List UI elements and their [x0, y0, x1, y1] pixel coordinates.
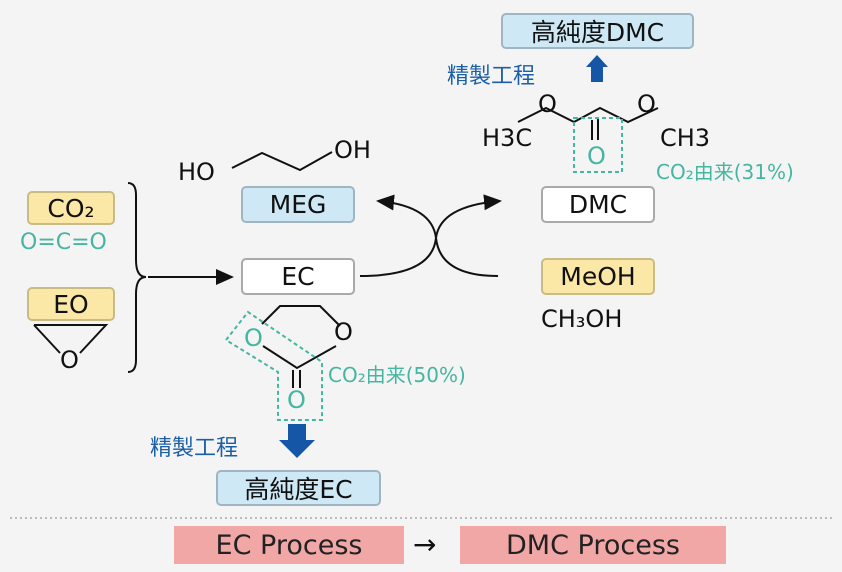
eo-ring-oxygen: O — [60, 346, 79, 374]
eo-box: EO — [27, 287, 115, 321]
ec-structure-lines — [261, 305, 341, 388]
dmc-co2-origin-label: CO₂由来(31%) — [656, 160, 794, 184]
ec-ring-oxygen-right: O — [334, 318, 353, 346]
down-arrow-icon — [279, 424, 315, 458]
ec-process-box: EC Process — [174, 526, 404, 564]
co2-box: CO₂ — [27, 191, 115, 225]
high-purity-dmc-box: 高純度DMC — [501, 13, 694, 49]
meoh-formula: CH₃OH — [541, 305, 623, 333]
dmc-carbonyl-oxygen: O — [587, 142, 606, 170]
eo-ring-lines — [33, 324, 109, 354]
dmc-right-group: CH3 — [660, 124, 711, 152]
dmc-ether-oxygen-1: O — [538, 90, 557, 118]
meg-box: MEG — [241, 186, 355, 223]
dmc-structure-lines — [517, 106, 659, 140]
refine-label-bottom: 精製工程 — [150, 436, 239, 461]
flow-arrow: → — [413, 528, 437, 561]
dmc-ether-oxygen-2: O — [637, 90, 656, 118]
ec-co2-highlight — [224, 310, 323, 421]
ec-box: EC — [241, 258, 355, 295]
meoh-box: MeOH — [541, 258, 655, 295]
dmc-box: DMC — [541, 186, 655, 223]
bracket-line — [127, 182, 147, 373]
high-purity-ec-box: 高純度EC — [216, 470, 381, 506]
meg-bond-lines — [231, 151, 333, 172]
dmc-process-box: DMC Process — [460, 526, 726, 564]
ec-co2-origin-label: CO₂由来(50%) — [328, 363, 466, 387]
up-arrow-icon — [586, 55, 608, 82]
ec-carbonyl-oxygen: O — [287, 386, 306, 414]
dmc-left-group: H3C — [482, 124, 533, 152]
cross-arrow-to-meg — [376, 194, 499, 277]
meg-left-hydroxyl: HO — [178, 158, 215, 186]
dmc-co2-highlight — [573, 117, 623, 173]
refine-label-top: 精製工程 — [447, 64, 536, 89]
co2-formula: O=C=O — [20, 230, 107, 255]
meg-right-hydroxyl: OH — [334, 136, 371, 164]
ec-ring-oxygen-left: O — [244, 324, 263, 352]
cross-arrow-to-dmc — [359, 194, 502, 277]
